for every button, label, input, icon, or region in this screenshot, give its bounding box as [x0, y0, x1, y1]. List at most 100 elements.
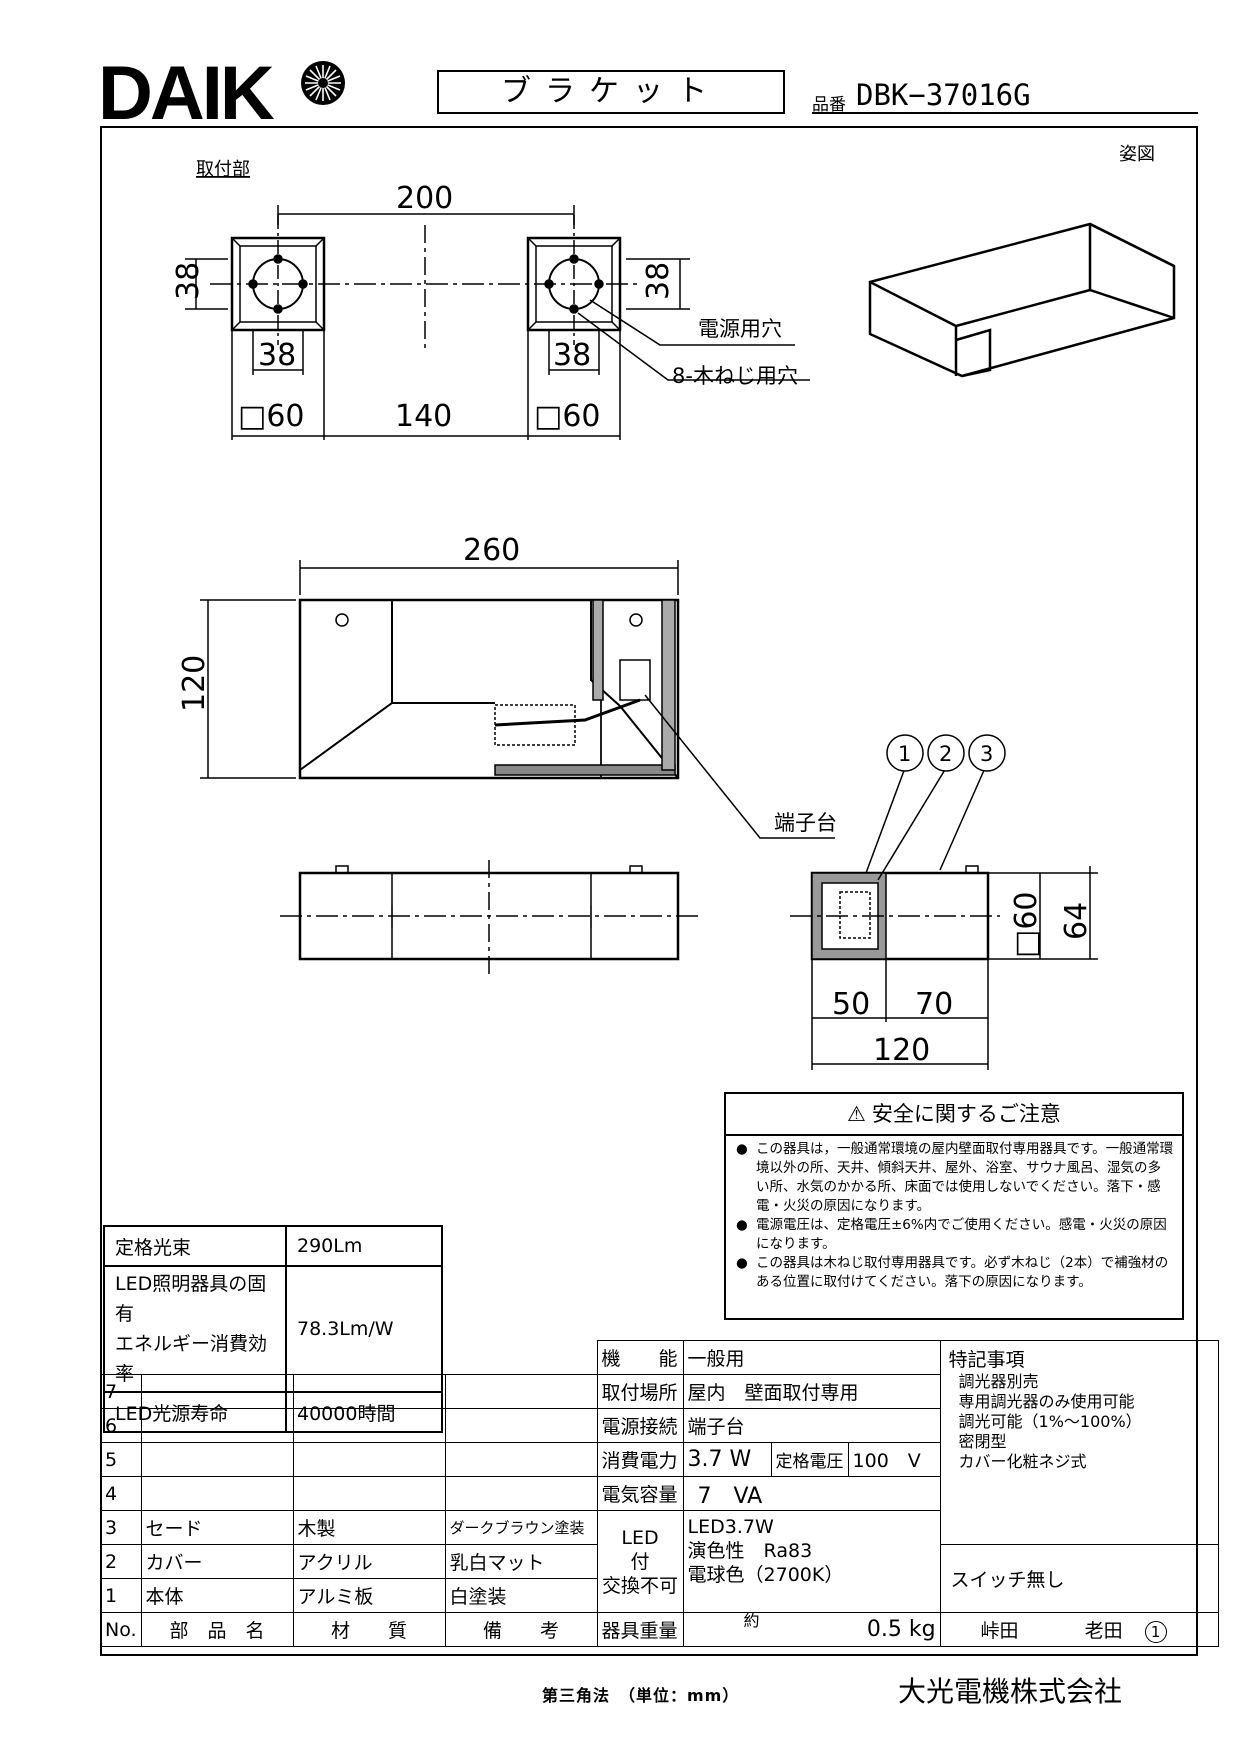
sign-1: 峠田 [980, 1620, 1019, 1642]
led-label-line: 付 [630, 1550, 650, 1573]
side-view [790, 767, 1098, 1070]
remark-line: カバー化粧ネジ式 [958, 1452, 1087, 1471]
safety-title-text: 安全に関するご注意 [871, 1102, 1061, 1126]
dim-hole-h-left: 38 [171, 262, 206, 300]
table-row: 5 消費電力 3.7 W 定格電圧 100 V [100, 1442, 1219, 1477]
brand-logo: DAIK [98, 56, 275, 132]
table-row: 6 電源接続 端子台 [100, 1408, 1219, 1443]
feature-label: 電気容量 [596, 1476, 684, 1511]
part-no: 2 [100, 1544, 142, 1579]
company-name: 大光電機株式会社 [898, 1675, 1123, 1708]
header-no: No. [100, 1612, 142, 1647]
part-name: カバー [140, 1544, 294, 1579]
part-note: 乳白マット [444, 1544, 598, 1579]
part-material [292, 1374, 446, 1409]
weight-prefix: 約 [743, 1611, 760, 1630]
parts-table: 機 能 一般用 特記事項 調光器別売 専用調光器のみ使用可能 調光可能（1%〜1… [100, 1340, 1219, 1647]
spec-label-line: LED照明器具の固有 [115, 1273, 267, 1325]
dim-hole-h-right: 38 [641, 262, 676, 300]
led-line: 演色性 Ra83 [687, 1540, 813, 1562]
feature-value: 3.7 W [682, 1442, 772, 1477]
dim-box-right: □60 [534, 399, 601, 434]
safety-item: 電源電圧は、定格電圧±6%内でご使用ください。感電・火災の原因になります。 [736, 1216, 1174, 1254]
part-material [292, 1408, 446, 1443]
part-material: アクリル [292, 1544, 446, 1579]
callout-terminal: 端子台 [774, 811, 837, 835]
part-note [444, 1374, 598, 1409]
dim-mount-span: 200 [396, 181, 453, 216]
part-no: 5 [100, 1442, 142, 1477]
feature-value: 7 VA [682, 1476, 941, 1511]
dim-hole-w-left: 38 [258, 338, 296, 373]
iso-view [868, 222, 1176, 378]
safety-title: ⚠安全に関するご注意 [726, 1094, 1182, 1136]
led-line: 電球色（2700K） [687, 1564, 844, 1586]
part-no: 1 [100, 1578, 142, 1613]
dim-box-left: □60 [238, 399, 305, 434]
led-label: LED 付 交換不可 [596, 1510, 684, 1613]
dim-side-w2: 70 [915, 987, 953, 1022]
feature-label: 定格電圧 [770, 1442, 849, 1477]
weight-label: 器具重量 [596, 1612, 684, 1647]
callout-num-3: 3 [980, 742, 993, 766]
remark-line: 専用調光器のみ使用可能 [958, 1392, 1135, 1411]
view-label: 姿図 [1119, 144, 1155, 165]
feature-value: 100 V [847, 1442, 941, 1477]
mount-label: 取付部 [196, 159, 250, 180]
sign-2: 老田 [1084, 1620, 1123, 1642]
product-type-box: ブラケット [437, 70, 785, 114]
feature-value: 端子台 [682, 1408, 941, 1443]
model-number: DBK−37016G [856, 78, 1031, 112]
part-note [444, 1442, 598, 1477]
remarks-cell: 特記事項 調光器別売 専用調光器のみ使用可能 調光可能（1%〜100%） 密閉型… [939, 1340, 1219, 1545]
feature-value: 一般用 [682, 1340, 941, 1375]
led-line: LED3.7W [687, 1516, 774, 1538]
feature-label: 機 能 [596, 1340, 684, 1375]
header-material: 材 質 [292, 1612, 446, 1647]
dim-side-h: 64 [1059, 902, 1094, 940]
dim-box-gap: 140 [395, 399, 452, 434]
led-label-line: 交換不可 [602, 1574, 679, 1597]
feature-value: 屋内 壁面取付専用 [682, 1374, 941, 1409]
spec-label: 定格光束 [103, 1225, 287, 1267]
remarks-title: 特記事項 [948, 1349, 1025, 1371]
part-no: 4 [100, 1476, 142, 1511]
brand-text: DAIK [98, 51, 275, 136]
callout-screw-hole: 8-木ねじ用穴 [672, 364, 798, 388]
part-name: 本体 [140, 1578, 294, 1613]
weight-value-cell: 約 0.5 kg [682, 1611, 941, 1647]
part-name [140, 1476, 294, 1511]
model-label: 品番 [812, 95, 846, 115]
feature-label: 電源接続 [596, 1408, 684, 1443]
table-row: 機 能 一般用 特記事項 調光器別売 専用調光器のみ使用可能 調光可能（1%〜1… [101, 1340, 1219, 1545]
feature-label: 取付場所 [596, 1374, 684, 1409]
safety-item: この器具は，一般通常環境の屋内壁面取付専用器具です。一般通常環境以外の所、天井、… [736, 1140, 1174, 1216]
table-row: 定格光束 290Lm [103, 1225, 443, 1267]
projection-note: 第三角法 （単位：mm） [542, 1686, 740, 1705]
part-material [292, 1476, 446, 1511]
safety-body: この器具は，一般通常環境の屋内壁面取付専用器具です。一般通常環境以外の所、天井、… [726, 1136, 1182, 1292]
front-view [200, 560, 835, 839]
remark-line: 調光可能（1%〜100%） [958, 1412, 1142, 1431]
led-value: LED3.7W 演色性 Ra83 電球色（2700K） [682, 1510, 941, 1613]
dim-hole-w-right: 38 [553, 338, 591, 373]
remark-line: 調光器別売 [958, 1372, 1039, 1391]
part-note [444, 1408, 598, 1443]
dim-side-box: □60 [1009, 891, 1044, 958]
part-note [444, 1476, 598, 1511]
part-no: 3 [100, 1510, 142, 1545]
part-material [292, 1442, 446, 1477]
part-name [140, 1442, 294, 1477]
dim-body-height: 120 [177, 655, 212, 712]
spec-value: 290Lm [285, 1225, 443, 1267]
led-label-line: LED [621, 1526, 659, 1549]
part-name [140, 1408, 294, 1443]
header-note: 備 考 [444, 1612, 598, 1647]
logo-sunburst-icon [301, 61, 345, 105]
remark-line: 密閉型 [958, 1432, 1007, 1451]
drawing-frame [100, 126, 1198, 1656]
dim-side-total: 120 [873, 1033, 930, 1068]
